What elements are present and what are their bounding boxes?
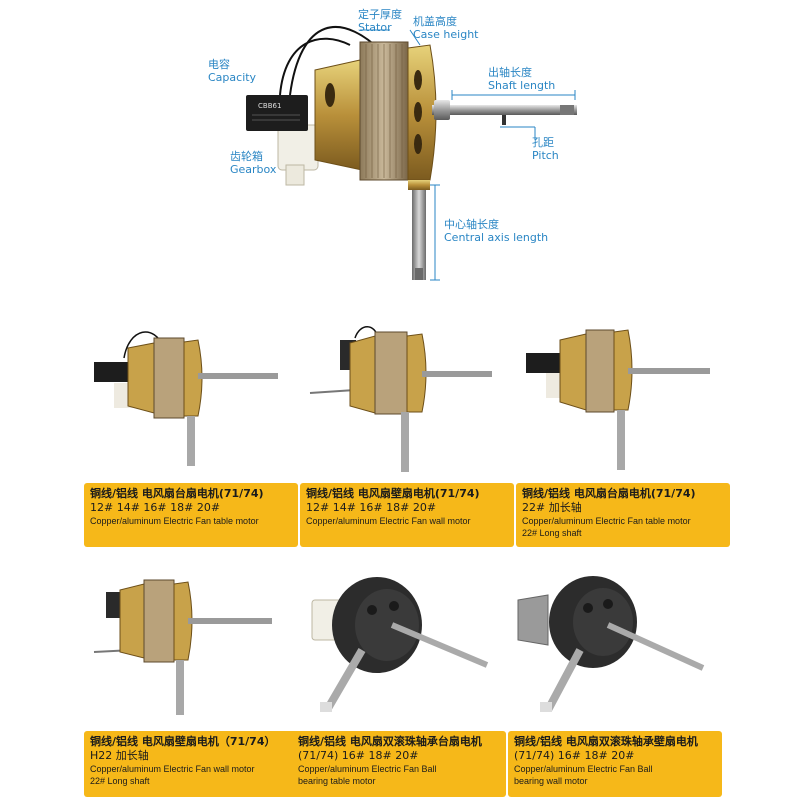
- product-label-5: 铜线/铝线 电风扇双滚珠轴承台扇电机 (71/74) 16# 18# 20# C…: [292, 731, 506, 797]
- shaft-length-label: 出轴长度 Shaft length: [488, 66, 556, 92]
- product-image-6: [508, 570, 722, 725]
- product-image-3: [516, 318, 730, 478]
- product-card-4[interactable]: 铜线/铝线 电风扇壁扇电机（71/74） H22 加长轴 Copper/alum…: [84, 570, 298, 797]
- product-image-5: [292, 570, 506, 725]
- product-image-2: [300, 318, 514, 478]
- product-card-1[interactable]: 铜线/铝线 电风扇台扇电机(71/74) 12# 14# 16# 18# 20#…: [84, 318, 298, 547]
- product-label-3: 铜线/铝线 电风扇台扇电机(71/74) 22# 加长轴 Copper/alum…: [516, 483, 730, 547]
- capacitor-print: CBB61: [258, 102, 281, 110]
- pitch-label: 孔距 Pitch: [532, 136, 559, 162]
- hero-diagram: CBB61: [190, 0, 610, 290]
- product-label-1: 铜线/铝线 电风扇台扇电机(71/74) 12# 14# 16# 18# 20#…: [84, 483, 298, 547]
- stator-label: 定子厚度 Stator: [358, 8, 402, 34]
- gearbox-label: 齿轮箱 Gearbox: [230, 150, 277, 176]
- product-label-6: 铜线/铝线 电风扇双滚珠轴承壁扇电机 (71/74) 16# 18# 20# C…: [508, 731, 722, 797]
- central-axis-label: 中心轴长度 Central axis length: [444, 218, 549, 244]
- hero-motor-illustration: CBB61: [246, 26, 577, 281]
- product-label-4: 铜线/铝线 电风扇壁扇电机（71/74） H22 加长轴 Copper/alum…: [84, 731, 298, 797]
- product-image-4: [84, 570, 298, 725]
- case-height-label: 机盖高度 Case height: [413, 15, 479, 41]
- product-card-2[interactable]: 铜线/铝线 电风扇壁扇电机(71/74) 12# 14# 16# 18# 20#…: [300, 318, 514, 547]
- capacity-label: 电容 Capacity: [208, 58, 257, 84]
- product-card-6[interactable]: 铜线/铝线 电风扇双滚珠轴承壁扇电机 (71/74) 16# 18# 20# C…: [508, 570, 722, 797]
- product-card-5[interactable]: 铜线/铝线 电风扇双滚珠轴承台扇电机 (71/74) 16# 18# 20# C…: [292, 570, 506, 797]
- product-label-2: 铜线/铝线 电风扇壁扇电机(71/74) 12# 14# 16# 18# 20#…: [300, 483, 514, 547]
- product-image-1: [84, 318, 298, 478]
- product-card-3[interactable]: 铜线/铝线 电风扇台扇电机(71/74) 22# 加长轴 Copper/alum…: [516, 318, 730, 547]
